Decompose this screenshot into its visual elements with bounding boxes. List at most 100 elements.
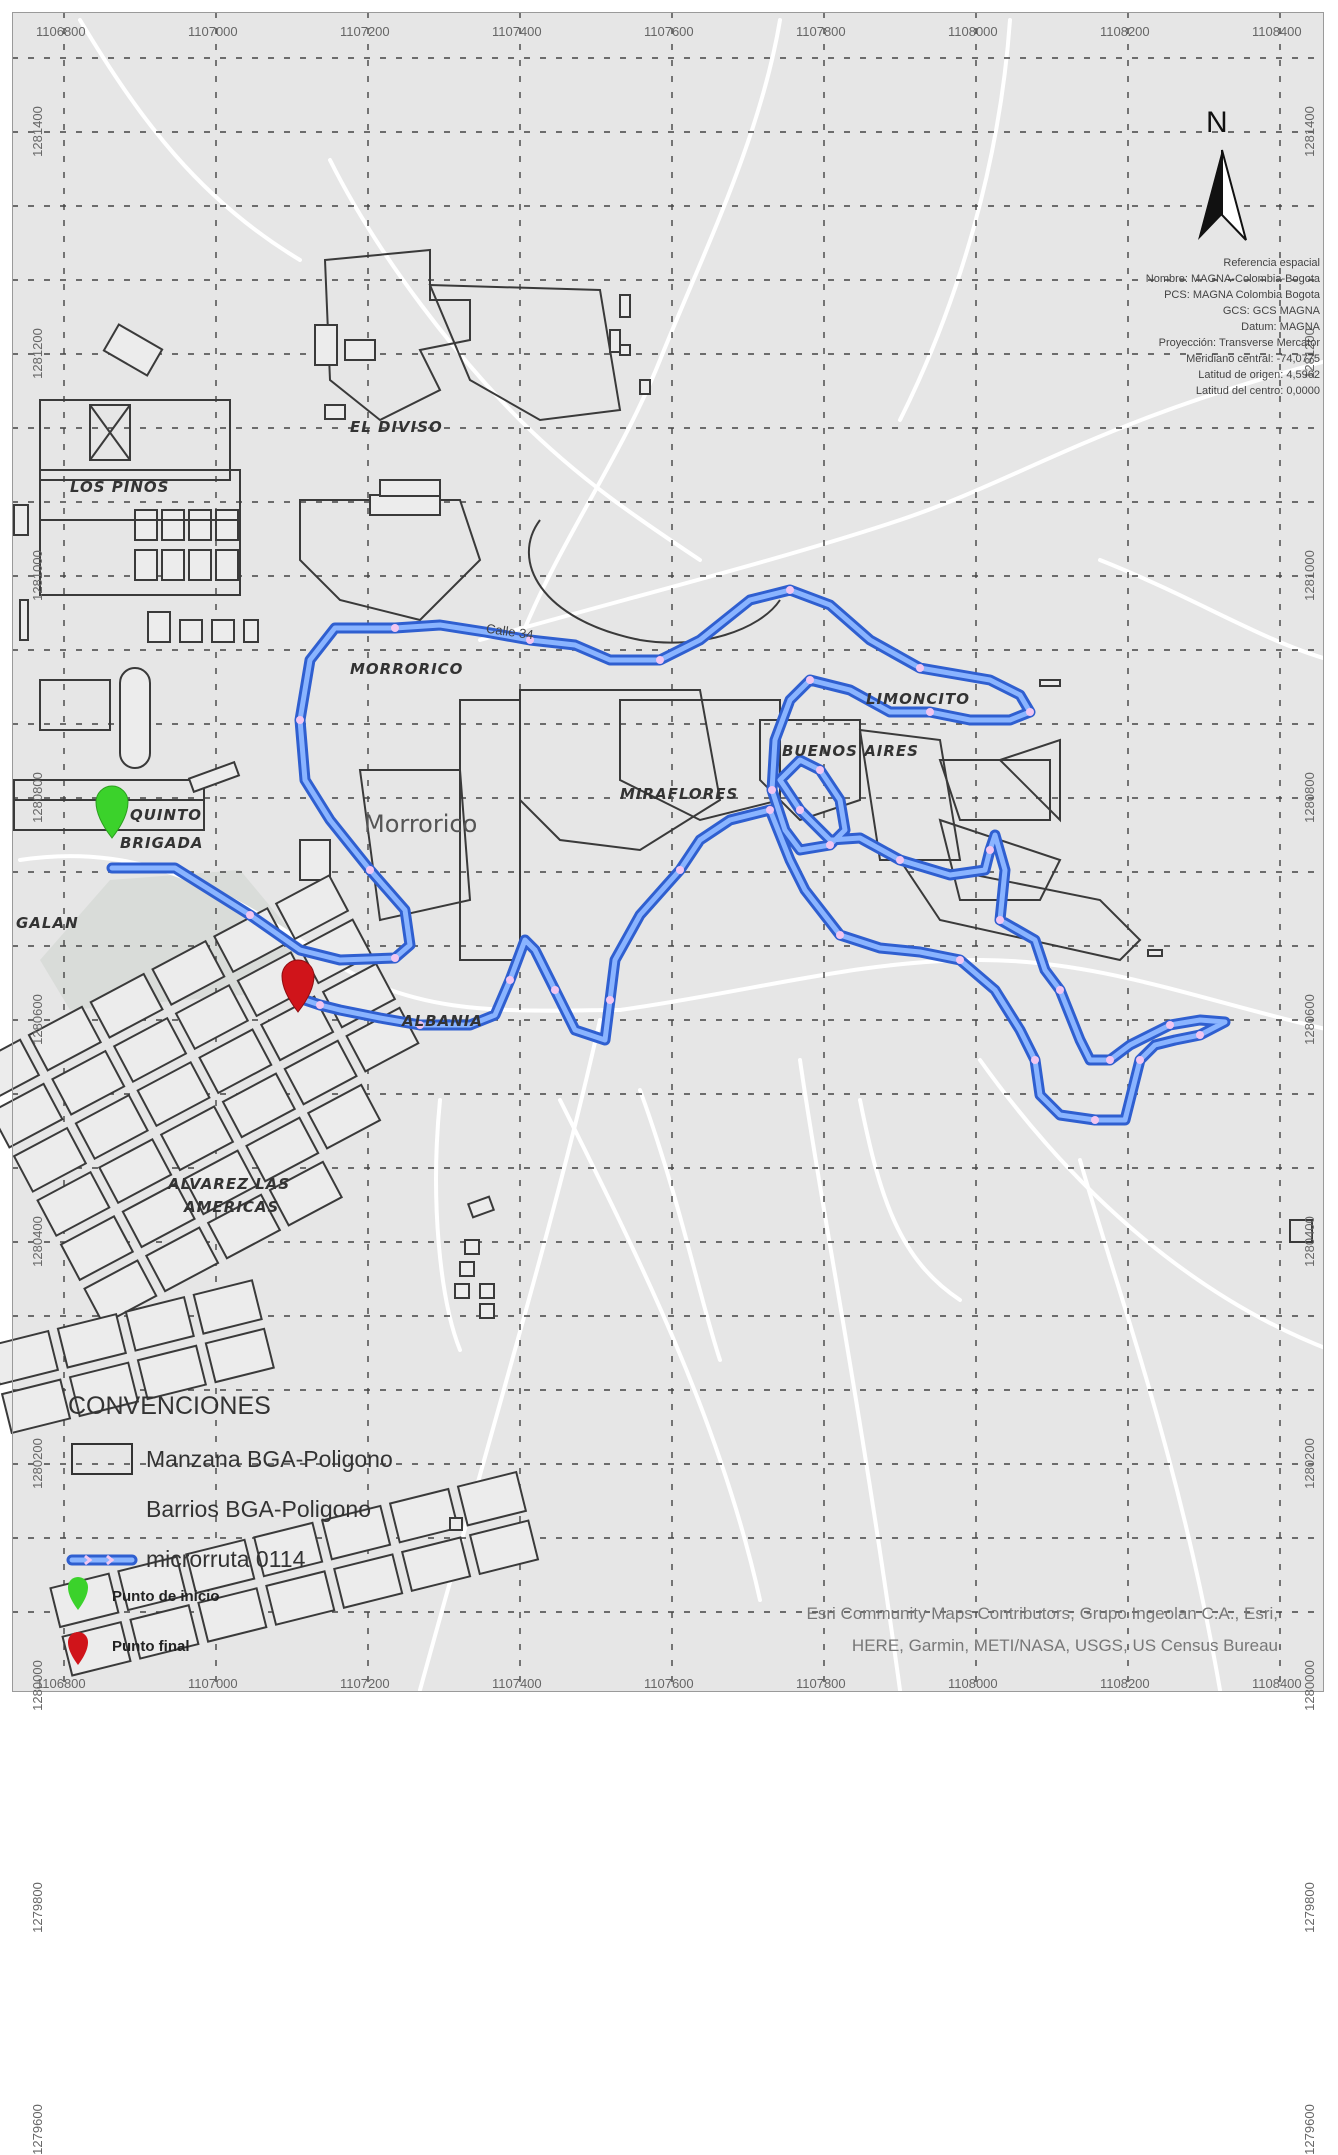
route-direction-marker: [246, 911, 254, 919]
start-pin-icon[interactable]: [95, 785, 129, 839]
legend-item-route: microrruta 0114: [146, 1546, 306, 1572]
x-tick-bottom: 1108400: [1252, 1676, 1302, 1691]
x-tick-top: 1107600: [644, 24, 694, 39]
x-tick-top: 1108200: [1100, 24, 1150, 39]
route-direction-marker: [316, 1001, 324, 1009]
basemap-roads: [18, 18, 1332, 1692]
x-tick-top: 1107800: [796, 24, 846, 39]
north-label: N: [1206, 106, 1228, 139]
y-tick-right: 1279600: [1301, 2104, 1317, 2155]
route-direction-marker: [1056, 986, 1064, 994]
map-attribution: Esri Community Maps Contributors, Grupo …: [807, 1598, 1278, 1662]
label-albania: ALBANIA: [402, 1012, 483, 1030]
label-el-diviso: EL DIVISO: [350, 418, 443, 436]
route-direction-marker: [1106, 1056, 1114, 1064]
legend-item-barrios: Barrios BGA-Poligono: [146, 1496, 371, 1522]
route-direction-marker: [1031, 1056, 1039, 1064]
spatial-reference-line: Latitud de origen: 4,5962: [1198, 369, 1320, 381]
spatial-reference-line: Referencia espacial: [1223, 257, 1320, 269]
map-canvas[interactable]: [0, 0, 1338, 1698]
legend-title: CONVENCIONES: [68, 1392, 271, 1420]
x-tick-bottom: 1108000: [948, 1676, 998, 1691]
route-direction-marker: [996, 916, 1004, 924]
route-direction-marker: [656, 656, 664, 664]
x-tick-top: 1108000: [948, 24, 998, 39]
y-tick-left: 1281200: [29, 328, 45, 379]
city-blocks: [0, 248, 1313, 1677]
attribution-line-1: Esri Community Maps Contributors, Grupo …: [806, 1604, 1278, 1623]
y-tick-left: 1280000: [29, 1660, 45, 1711]
y-tick-left: 1279800: [29, 1882, 45, 1933]
route-direction-marker: [1091, 1116, 1099, 1124]
route-direction-marker: [916, 664, 924, 672]
route-direction-marker: [606, 996, 614, 1004]
route-direction-marker: [551, 986, 559, 994]
route-direction-marker: [506, 976, 514, 984]
route-direction-marker: [1026, 708, 1034, 716]
route-direction-marker: [806, 676, 814, 684]
route-microrruta-0114[interactable]: [106, 584, 1231, 1126]
spatial-reference-line: PCS: MAGNA Colombia Bogota: [1164, 289, 1320, 301]
spatial-reference-line: Proyección: Transverse Mercator: [1158, 337, 1320, 349]
x-tick-top: 1106800: [36, 24, 86, 39]
y-tick-right: 1280000: [1301, 1660, 1317, 1711]
y-tick-right: 1280400: [1301, 1216, 1317, 1267]
route-direction-marker: [836, 931, 844, 939]
legend-item-start: Punto de inicio: [112, 1588, 220, 1605]
legend-item-manzana: Manzana BGA-Poligono: [146, 1446, 393, 1472]
y-tick-right: 1281000: [1301, 550, 1317, 601]
route-direction-marker: [1166, 1021, 1174, 1029]
north-arrow-icon: [1198, 149, 1247, 241]
route-direction-marker: [676, 866, 684, 874]
route-direction-marker: [926, 708, 934, 716]
route-direction-marker: [796, 806, 804, 814]
x-tick-bottom: 1108200: [1100, 1676, 1150, 1691]
x-tick-bottom: 1107200: [340, 1676, 390, 1691]
x-tick-bottom: 1107600: [644, 1676, 694, 1691]
attribution-line-2: HERE, Garmin, METI/NASA, USGS, US Census…: [851, 1636, 1278, 1655]
route-direction-marker: [956, 956, 964, 964]
y-tick-left: 1280200: [29, 1438, 45, 1489]
y-tick-right: 1279800: [1301, 1882, 1317, 1933]
route-direction-marker: [766, 806, 774, 814]
label-morrorico-upper: MORRORICO: [350, 660, 464, 678]
y-tick-right: 1280800: [1301, 772, 1317, 823]
y-tick-left: 1281400: [29, 106, 45, 157]
route-direction-marker: [416, 1021, 424, 1029]
spatial-reference-line: Latitud del centro: 0,0000: [1195, 385, 1320, 397]
legend-item-end: Punto final: [112, 1638, 190, 1655]
y-tick-left: 1280400: [29, 1216, 45, 1267]
y-tick-left: 1281000: [29, 550, 45, 601]
label-alvarez-line1: ALVAREZ LAS: [168, 1175, 291, 1193]
label-alvarez-line2: AMERICAS: [184, 1198, 280, 1216]
route-direction-marker: [391, 624, 399, 632]
legend-symbols: [66, 1443, 138, 1665]
x-tick-bottom: 1107800: [796, 1676, 846, 1691]
end-pin-icon[interactable]: [281, 959, 315, 1013]
x-tick-top: 1107200: [340, 24, 390, 39]
route-direction-marker: [786, 586, 794, 594]
x-tick-top: 1108400: [1252, 24, 1302, 39]
spatial-reference-line: Meridiano central: -74,0775: [1186, 353, 1320, 365]
x-tick-bottom: 1107000: [188, 1676, 238, 1691]
route-direction-marker: [816, 766, 824, 774]
spatial-reference-line: GCS: GCS MAGNA: [1222, 305, 1320, 317]
label-quinta-brigada-line1: QUINTO: [130, 806, 203, 824]
route-direction-marker: [296, 716, 304, 724]
route-direction-marker: [986, 846, 994, 854]
label-los-pinos: LOS PINOS: [70, 478, 170, 496]
x-tick-bottom: 1107400: [492, 1676, 542, 1691]
label-morrorico-big: Morrorico: [364, 810, 478, 838]
y-tick-right: 1281400: [1301, 106, 1317, 157]
x-tick-top: 1107000: [188, 24, 238, 39]
label-miraflores: MIRAFLORES: [620, 785, 739, 803]
y-tick-right: 1280200: [1301, 1438, 1317, 1489]
route-direction-marker: [1196, 1031, 1204, 1039]
spatial-reference-line: Nombre: MAGNA-Colombia-Bogota: [1145, 273, 1320, 285]
label-buenos-aires: BUENOS AIRES: [782, 742, 919, 760]
y-tick-left: 1279600: [29, 2104, 45, 2155]
route-direction-marker: [366, 866, 374, 874]
y-tick-left: 1280600: [29, 994, 45, 1045]
hill-outline: [527, 519, 781, 644]
coordinate-grid: [12, 12, 1324, 1692]
